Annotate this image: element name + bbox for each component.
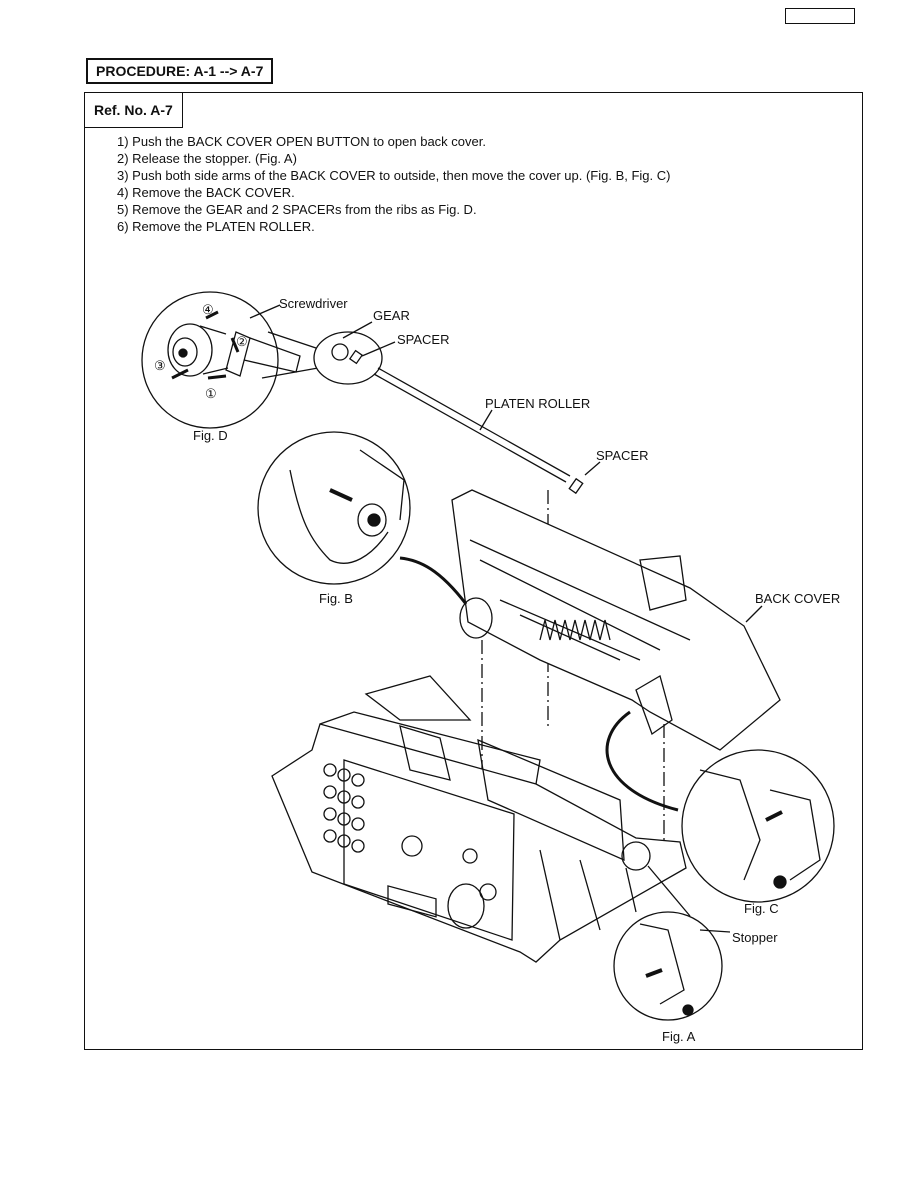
- back-cover: [451, 489, 781, 751]
- arrow-icon: [605, 710, 679, 812]
- fig-c-caption: Fig. C: [744, 901, 779, 916]
- spacer-label-top: SPACER: [397, 332, 450, 347]
- fig-a-caption: Fig. A: [662, 1029, 696, 1044]
- arrow-icon: [645, 968, 663, 978]
- instruction-list: 1) Push the BACK COVER OPEN BUTTON to op…: [117, 133, 670, 235]
- spacer-label-right: SPACER: [596, 448, 649, 463]
- keypad: [323, 763, 365, 853]
- instruction-step: 5) Remove the GEAR and 2 SPACERs from th…: [117, 202, 477, 217]
- page-number-box: [785, 8, 855, 24]
- stopper-label: Stopper: [732, 930, 778, 945]
- platen-roller-label: PLATEN ROLLER: [485, 396, 590, 411]
- arrow-icon: [171, 368, 189, 380]
- fax-machine: [271, 675, 687, 963]
- screwdriver-label: Screwdriver: [279, 296, 348, 311]
- step-marker: ④: [202, 302, 214, 317]
- arrow-icon: [329, 488, 353, 502]
- instruction-step: 6) Remove the PLATEN ROLLER.: [117, 219, 315, 234]
- platen-roller: [373, 367, 601, 495]
- instruction-step: 4) Remove the BACK COVER.: [117, 185, 295, 200]
- step-marker: ②: [236, 334, 248, 349]
- procedure-title: PROCEDURE: A-1 --> A-7: [86, 58, 274, 84]
- arrow-icon: [205, 310, 219, 320]
- gear-icon: [167, 323, 229, 377]
- arrow-icon: [230, 337, 240, 353]
- instruction-step: 2) Release the stopper. (Fig. A): [117, 151, 297, 166]
- back-cover-label: BACK COVER: [755, 591, 840, 606]
- gear-label: GEAR: [373, 308, 410, 323]
- step-marker: ①: [205, 386, 217, 401]
- procedure-frame: Ref. No. A-7 1) Push the BACK COVER OPEN…: [84, 92, 863, 1050]
- instruction-step: 3) Push both side arms of the BACK COVER…: [117, 168, 671, 183]
- fig-c-detail: [681, 749, 835, 903]
- fig-d-caption: Fig. D: [193, 428, 228, 443]
- screwdriver-icon: [225, 331, 301, 377]
- fig-b-detail: [257, 431, 411, 585]
- arrow-icon: [207, 374, 227, 380]
- instruction-step: 1) Push the BACK COVER OPEN BUTTON to op…: [117, 134, 486, 149]
- arrow-icon: [399, 556, 468, 605]
- reference-number: Ref. No. A-7: [85, 93, 183, 128]
- fig-b-caption: Fig. B: [319, 591, 353, 606]
- gear-spacer-detail: [313, 321, 396, 385]
- arrow-icon: [765, 810, 783, 822]
- fig-d-detail: [141, 291, 301, 429]
- step-marker: ③: [154, 358, 166, 373]
- fig-a-detail: [613, 911, 731, 1021]
